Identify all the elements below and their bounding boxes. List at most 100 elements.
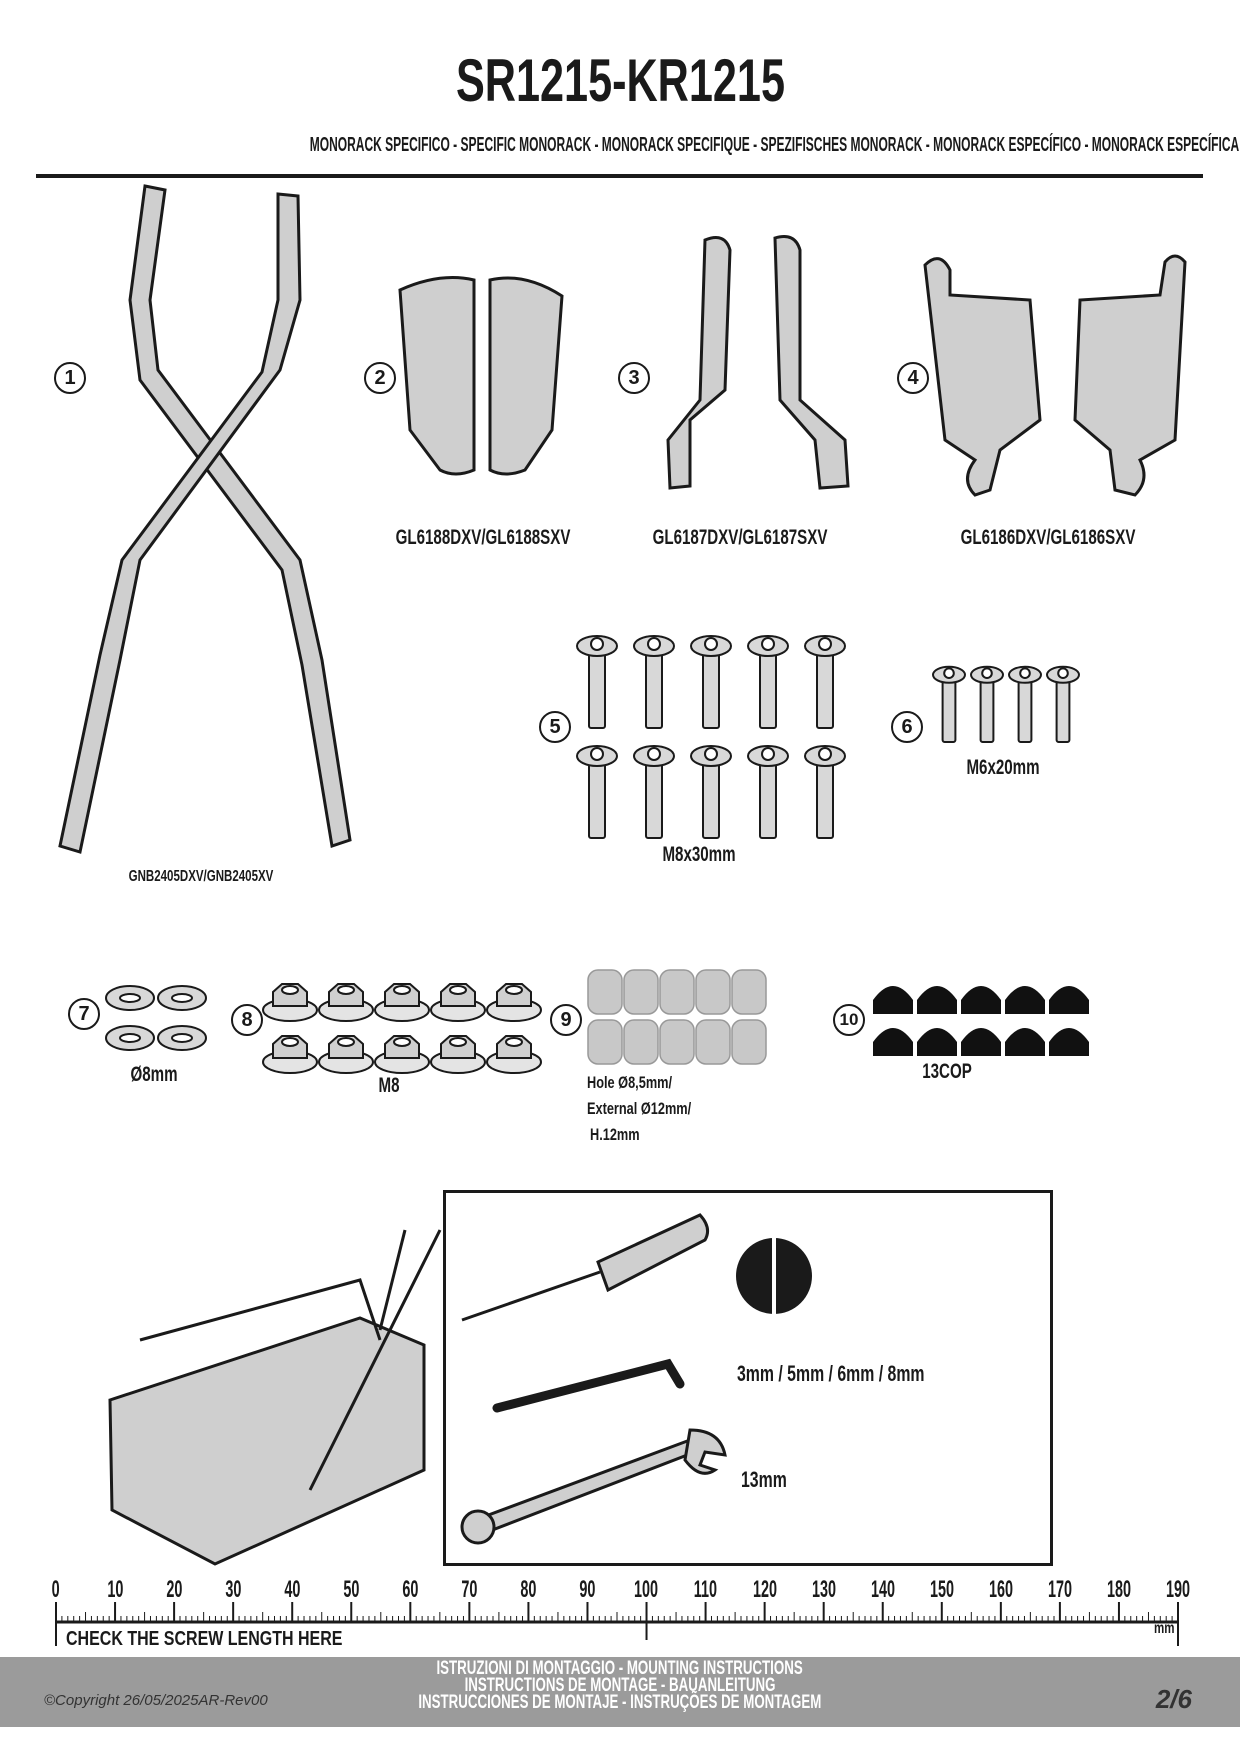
- ruler-label: 130: [811, 1576, 836, 1603]
- part-number-1: 1: [54, 362, 86, 394]
- part-2-plates: [398, 276, 564, 476]
- allen-key-icon: [492, 1358, 685, 1413]
- ruler-label: 140: [870, 1576, 895, 1603]
- spacer: [659, 1019, 695, 1065]
- part-code-8: M8: [378, 1074, 400, 1097]
- spacer: [623, 1019, 659, 1065]
- part-number-5: 5: [539, 711, 571, 743]
- bolt-m6x20: [970, 665, 1004, 743]
- part-code-10: 13COP: [922, 1060, 972, 1083]
- footer-line-1: ISTRUZIONI DI MONTAGGIO - MOUNTING INSTR…: [436, 1658, 804, 1679]
- part-3-brackets: [666, 235, 850, 490]
- spacer: [587, 1019, 623, 1065]
- bolt-m6x20: [1046, 665, 1080, 743]
- spacer-external: External Ø12mm/: [587, 1099, 692, 1118]
- ruler-label: 60: [402, 1576, 419, 1603]
- part-code-1: GNB2405DXV/GNB2405XV: [128, 868, 274, 885]
- ruler-label: 110: [693, 1576, 718, 1603]
- part-4-plates: [923, 254, 1187, 497]
- ruler-label: 70: [461, 1576, 478, 1603]
- tool-box: [108, 1229, 442, 1566]
- page-subtitle: MONORACK SPECIFICO - SPECIFIC MONORACK -…: [309, 134, 1240, 156]
- spacer: [695, 969, 731, 1015]
- part-number-7: 7: [68, 998, 100, 1030]
- header-divider: [36, 174, 1203, 178]
- ruler-label: 10: [107, 1576, 124, 1603]
- ruler-label: 170: [1047, 1576, 1072, 1603]
- flange-nut-m8: [430, 983, 486, 1022]
- washer: [105, 1025, 155, 1051]
- part-code-4: GL6186DXV/GL6186SXV: [960, 526, 1136, 549]
- wrench-icon: [460, 1428, 727, 1545]
- spacer: [731, 1019, 767, 1065]
- washer: [157, 985, 207, 1011]
- flange-nut-m8: [374, 983, 430, 1022]
- tools-frame: [443, 1190, 1053, 1566]
- ruler-label: 20: [166, 1576, 183, 1603]
- washer: [157, 1025, 207, 1051]
- footer-bar: [0, 1657, 1240, 1727]
- bolt-m8x30: [690, 745, 732, 839]
- phillips-head-icon: [736, 1238, 812, 1314]
- ruler-label: 180: [1106, 1576, 1131, 1603]
- flange-nut-m8: [262, 1035, 318, 1074]
- ruler-unit: mm: [1153, 1620, 1175, 1637]
- bolt-m8x30: [633, 745, 675, 839]
- ruler-label: 150: [929, 1576, 954, 1603]
- part-code-6: M6x20mm: [966, 756, 1040, 779]
- nut-cap: [873, 1028, 913, 1056]
- footer-line-3: INSTRUCCIONES DE MONTAJE - INSTRUÇÕES DE…: [418, 1692, 822, 1713]
- flange-nut-m8: [374, 1035, 430, 1074]
- ruler-label: 30: [225, 1576, 242, 1603]
- flange-nut-m8: [262, 983, 318, 1022]
- bolt-m8x30: [804, 635, 846, 729]
- bolt-m8x30: [804, 745, 846, 839]
- ruler-label: 50: [343, 1576, 360, 1603]
- spacer: [587, 969, 623, 1015]
- part-code-7: Ø8mm: [130, 1063, 178, 1086]
- part-number-8: 8: [231, 1004, 263, 1036]
- copyright: ©Copyright 26/05/2025AR-Rev00: [44, 1692, 268, 1709]
- bolt-m6x20: [932, 665, 966, 743]
- ruler-label: 100: [634, 1576, 659, 1603]
- page-number: 2/6: [1155, 1684, 1192, 1714]
- part-number-6: 6: [891, 711, 923, 743]
- ruler-label: 120: [752, 1576, 777, 1603]
- part-code-3: GL6187DXV/GL6187SXV: [652, 526, 828, 549]
- flange-nut-m8: [318, 1035, 374, 1074]
- ruler-label: 190: [1165, 1576, 1191, 1603]
- spacer-hole: Hole Ø8,5mm/: [587, 1073, 673, 1092]
- nut-cap: [1005, 986, 1045, 1014]
- flange-nut-m8: [430, 1035, 486, 1074]
- part-number-10: 10: [833, 1004, 865, 1036]
- bolt-m8x30: [576, 745, 618, 839]
- bolt-m8x30: [633, 635, 675, 729]
- part-number-4: 4: [897, 362, 929, 394]
- spacer-height: H.12mm: [590, 1125, 640, 1144]
- spacer: [659, 969, 695, 1015]
- bolt-m8x30: [576, 635, 618, 729]
- wrench-size: 13mm: [741, 1467, 787, 1492]
- part-code-5: M8x30mm: [662, 843, 736, 866]
- ruler-label: 160: [988, 1576, 1013, 1603]
- nut-cap: [961, 986, 1001, 1014]
- allen-key-sizes: 3mm / 5mm / 6mm / 8mm: [737, 1361, 925, 1386]
- bolt-m8x30: [747, 745, 789, 839]
- footer-line-2: INSTRUCTIONS DE MONTAGE - BAUANLEITUNG: [464, 1675, 776, 1696]
- spacer: [623, 969, 659, 1015]
- flange-nut-m8: [486, 983, 542, 1022]
- nut-cap: [1049, 986, 1089, 1014]
- spacer: [731, 969, 767, 1015]
- bolt-m8x30: [690, 635, 732, 729]
- ruler-label: 80: [520, 1576, 537, 1603]
- part-spec-9: Hole Ø8,5mm/ External Ø12mm/ H.12mm: [587, 1070, 691, 1148]
- page-title: SR1215-KR1215: [455, 47, 785, 114]
- screwdriver-icon: [461, 1213, 710, 1322]
- part-1-monorack-frame: [58, 184, 352, 854]
- nut-cap: [873, 986, 913, 1014]
- part-number-3: 3: [618, 362, 650, 394]
- nut-cap: [917, 1028, 957, 1056]
- bolt-m6x20: [1008, 665, 1042, 743]
- flange-nut-m8: [318, 983, 374, 1022]
